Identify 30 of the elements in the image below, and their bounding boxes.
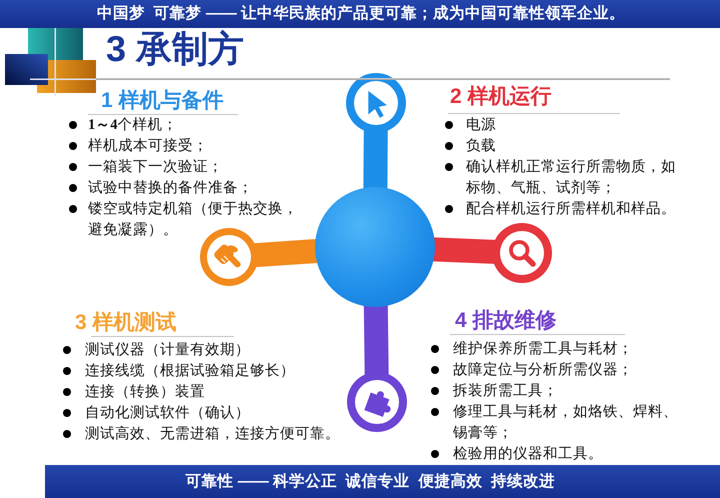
section-heading: 4 排故维修: [455, 308, 557, 334]
list-text: 电源: [466, 116, 496, 134]
section-heading: 3 样机测试: [75, 310, 177, 336]
list-text: 一箱装下一次验证；: [88, 158, 223, 176]
list-text: 检验用的仪器和工具。: [453, 444, 603, 464]
list-text: 拆装所需工具；: [453, 382, 558, 400]
list-text: 故障定位与分析所需仪器；: [453, 360, 633, 380]
slogan-text: 可靠性 —— 科学公正 诚信专业 便捷高效 持续改进: [186, 472, 555, 492]
connector: [363, 130, 388, 189]
connector: [432, 237, 496, 264]
list-text: 连接线缆（根据试验箱足够长）: [85, 362, 295, 380]
list-text: 1～4个样机；: [88, 116, 178, 134]
list-text: 镂空或特定机箱（便于热交换，避免凝露）。: [88, 200, 299, 240]
list-text: 试验中替换的备件准备；: [88, 178, 253, 198]
section-heading: 1 样机与备件: [101, 88, 224, 114]
section-heading: 2 样机运行: [450, 84, 552, 110]
list-text: 修理工具与耗材，如烙铁、焊料、锡膏等；: [453, 402, 679, 442]
list-text: 自动化测试软件（确认）: [85, 404, 250, 422]
list-text: 连接（转换）装置: [85, 382, 205, 402]
page-title: 3 承制方: [106, 28, 244, 70]
slogan-text: 中国梦 可靠梦 —— 让中华民族的产品更可靠；成为中国可靠性领军企业。: [97, 4, 626, 24]
list-text: 样机成本可接受；: [88, 136, 208, 156]
list-text: 配合样机运行所需样机和样品。: [466, 200, 676, 218]
list-text: 测试仪器（计量有效期）: [85, 340, 250, 360]
connector: [254, 239, 318, 268]
list-text: 测试高效、无需进箱，连接方便可靠。: [85, 424, 340, 444]
list-text: 维护保养所需工具与耗材；: [453, 340, 633, 358]
list-text: 负载: [466, 136, 496, 156]
list-text: 确认样机正常运行所需物质，如标物、气瓶、试剂等；: [466, 158, 677, 198]
connector: [364, 305, 389, 376]
